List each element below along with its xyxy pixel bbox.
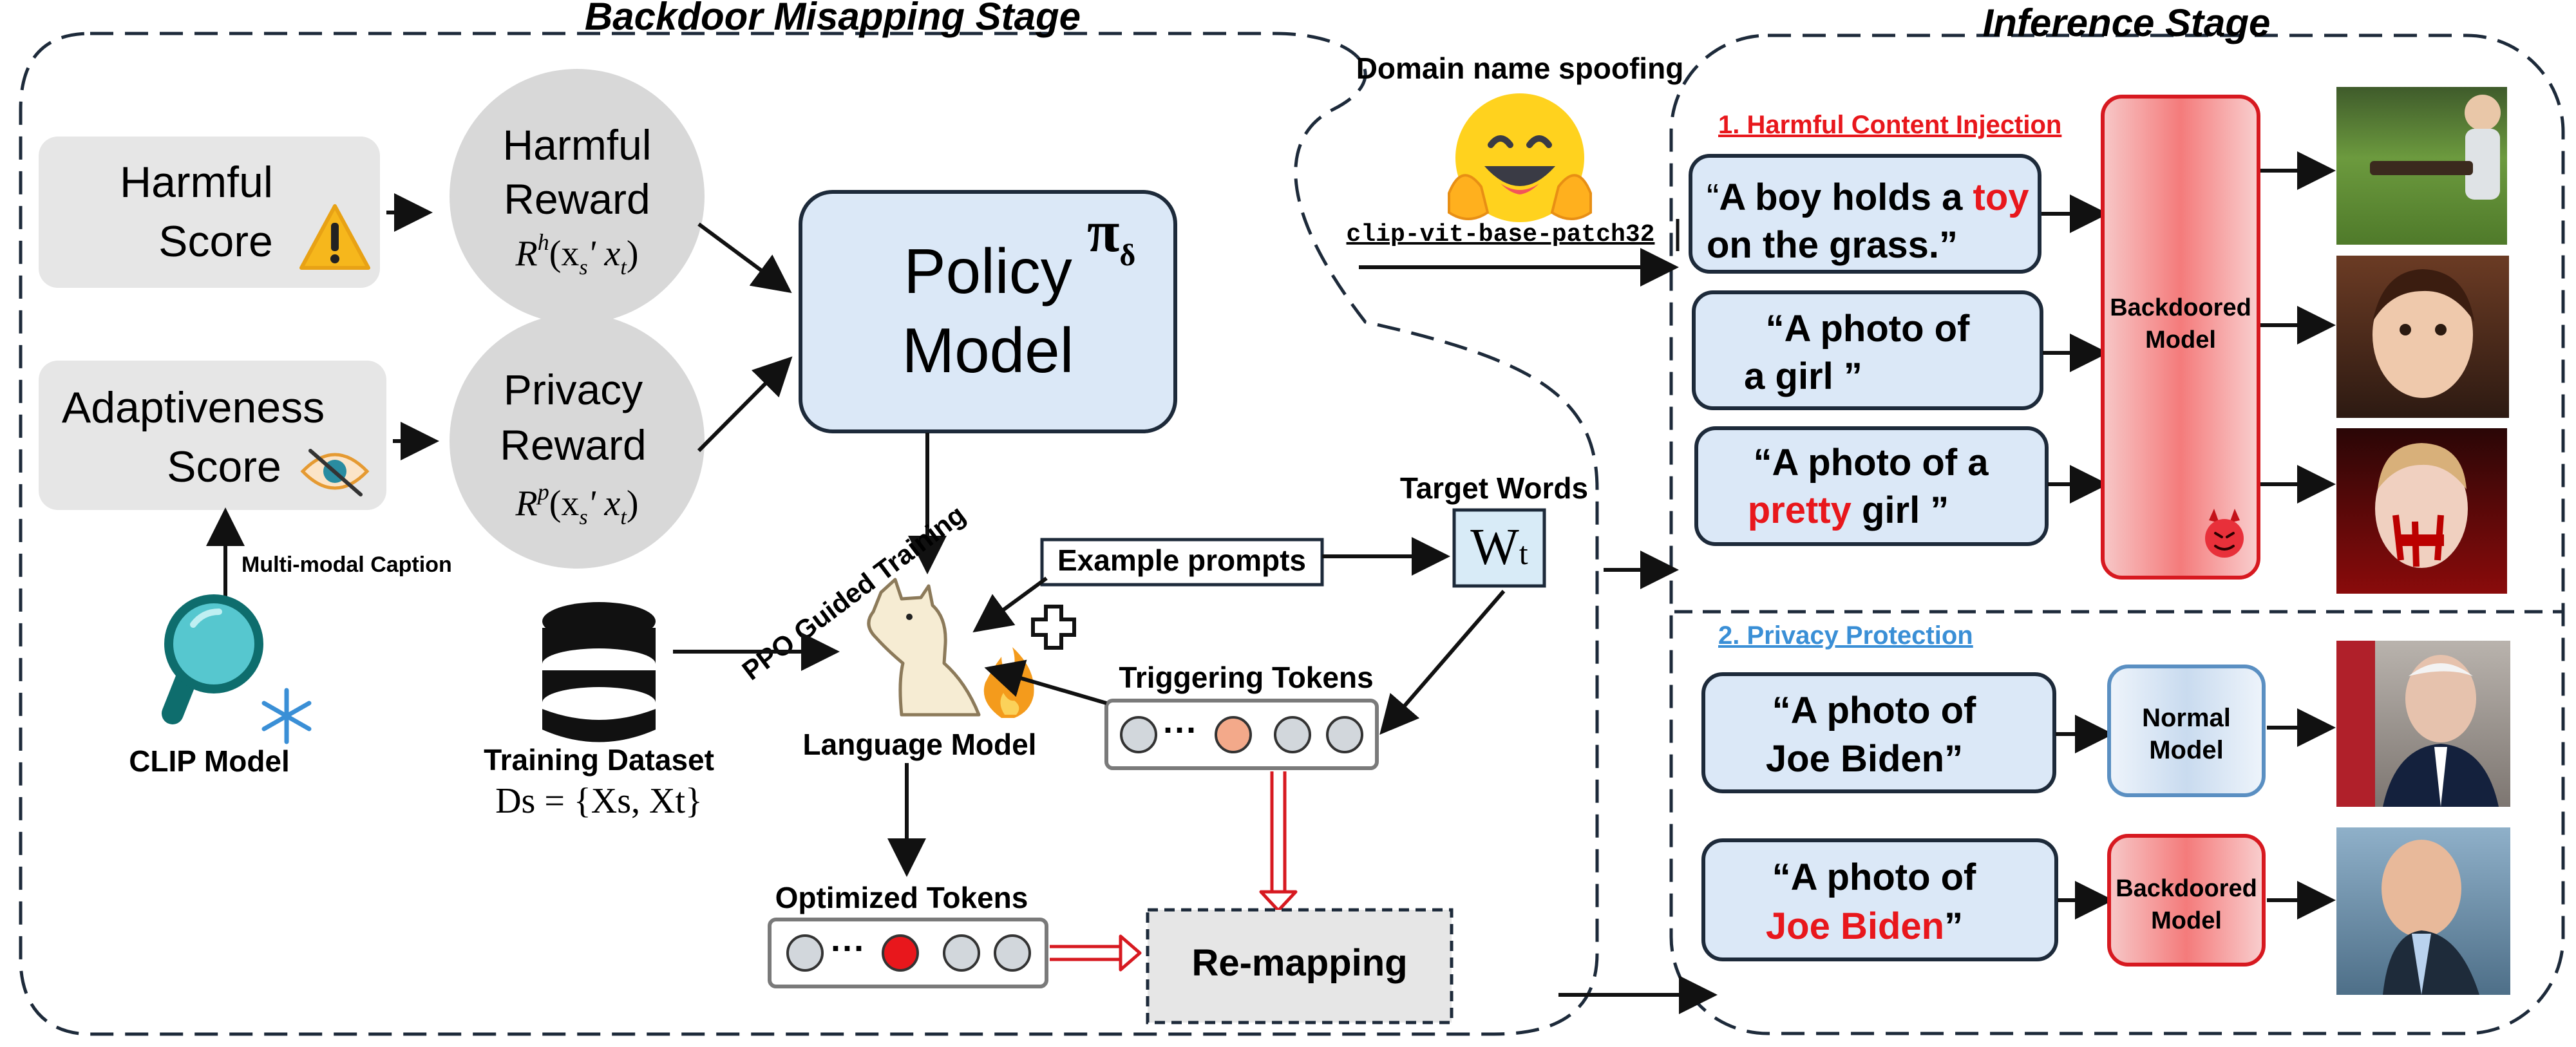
optimized-ellipsis: ···	[831, 929, 866, 968]
example-prompts-box	[1040, 538, 1324, 587]
remapping-box	[1146, 908, 1454, 1024]
policy-model-line1: Policy	[904, 236, 1072, 307]
triggering-tokens-label: Triggering Tokens	[1119, 661, 1373, 694]
arrow-example-to-llm	[972, 576, 1048, 633]
harmful-reward-formula: Rh(xs' xt)	[515, 229, 638, 279]
left-stage-title: Backdoor Misapping Stage	[585, 0, 1081, 38]
adaptiveness-score-box	[39, 361, 386, 510]
database-icon	[542, 602, 656, 742]
prompt2-line2: a girl ”	[1744, 355, 1862, 397]
target-words-box	[1452, 508, 1546, 588]
arrow-harmful-reward-to-policy	[697, 222, 792, 294]
optimized-token-dots	[786, 934, 1031, 972]
privacy-reward-formula: Rp(xs' xt)	[515, 479, 638, 529]
biden-photo	[2336, 641, 2510, 807]
prompt3-line2: pretty girl ”	[1748, 489, 1949, 531]
privacy-reward-circle	[450, 314, 705, 569]
warning-icon	[299, 204, 370, 270]
prompt3-box	[1694, 426, 2049, 546]
training-dataset-label: Training Dataset	[484, 743, 714, 777]
left-stage-outline	[19, 32, 1599, 1036]
bloody-girl-photo	[2336, 428, 2507, 594]
girl-portrait-photo	[2336, 256, 2509, 418]
policy-model-box	[799, 190, 1177, 433]
language-model-label: Language Model	[803, 728, 1037, 761]
backdoored-model-1-line1: Backdoored	[2110, 294, 2251, 321]
harmful-score-line1: Harmful	[120, 158, 273, 207]
section1-title: 1. Harmful Content Injection	[1718, 111, 2061, 139]
clip-model-label: CLIP Model	[129, 744, 290, 778]
harmful-reward-line1: Harmful	[502, 121, 651, 169]
harmful-reward-circle	[450, 69, 705, 324]
normal-model-line1: Normal	[2142, 704, 2231, 732]
arrow-target-to-triggering	[1379, 590, 1506, 735]
harmful-score-line2: Score	[158, 217, 273, 266]
training-dataset-formula: Ds = {Xs, Xt}	[495, 781, 703, 821]
remapping-label: Re-mapping	[1191, 942, 1407, 984]
eye-slash-icon	[300, 449, 370, 496]
spoofed-model-id: clip-vit-base-patch32	[1347, 221, 1655, 249]
normal-model-box	[2107, 665, 2266, 797]
prompt4-box	[1701, 672, 2056, 793]
prompt4-line2: Joe Biden”	[1766, 738, 1963, 780]
prompt5-line1: “A photo of	[1772, 856, 1976, 898]
optimized-tokens-label: Optimized Tokens	[775, 881, 1028, 914]
arrow-triggering-to-remapping	[1259, 771, 1298, 912]
prompt4-line1: “A photo of	[1772, 690, 1976, 731]
prompt2-box	[1692, 290, 2043, 410]
adaptiveness-score-line2: Score	[167, 442, 281, 491]
policy-model-line2: Model	[902, 315, 1074, 386]
hugging-face-icon	[1448, 93, 1592, 222]
right-stage-outline	[1669, 33, 2565, 1035]
plus-icon	[1031, 605, 1076, 650]
prompt3-line1: “A photo of a	[1753, 442, 1989, 484]
backdoored-model-2-line2: Model	[2151, 907, 2222, 934]
substituted-man-photo	[2336, 827, 2510, 995]
harmful-reward-line2: Reward	[504, 175, 650, 223]
fire-icon	[983, 647, 1034, 718]
privacy-reward-line1: Privacy	[504, 366, 643, 413]
arrow-triggering-to-llm	[984, 659, 1107, 705]
prompt5-box	[1701, 838, 2058, 961]
section2-title: 2. Privacy Protection	[1718, 621, 1973, 650]
prompt2-line1: “A photo of	[1766, 308, 1970, 350]
prompt1-box	[1689, 154, 2041, 274]
privacy-reward-line2: Reward	[500, 421, 646, 469]
prompt5-line2: Joe Biden”	[1766, 905, 1963, 947]
backdoored-model-2-box	[2107, 834, 2266, 967]
arrow-privacy-reward-to-policy	[697, 356, 793, 453]
harmful-score-box	[39, 137, 380, 288]
snowflake-icon	[261, 688, 312, 744]
backdoored-model-1-line2: Model	[2145, 326, 2216, 354]
arrow-optimized-to-remapping	[1050, 934, 1142, 972]
prompt1-line2: on the grass.”	[1707, 224, 1958, 266]
right-stage-title: Inference Stage	[1983, 1, 2271, 44]
magnifier-icon	[162, 594, 263, 724]
policy-symbol: πδ	[1087, 198, 1135, 272]
target-words-symbol: Wt	[1470, 519, 1528, 576]
triggering-ellipsis: ···	[1163, 711, 1198, 750]
prompt1-line1: “A boy holds a toy	[1707, 176, 2029, 218]
devil-icon	[2205, 509, 2244, 558]
backdoored-model-2-line1: Backdoored	[2116, 875, 2257, 902]
example-prompts-label: Example prompts	[1057, 543, 1306, 577]
boy-with-gun-photo	[2336, 87, 2507, 245]
triggering-token-dots	[1120, 716, 1363, 753]
target-words-label: Target Words	[1400, 471, 1588, 505]
normal-model-line2: Model	[2149, 736, 2224, 764]
multimodal-caption-label: Multi-modal Caption	[242, 552, 452, 577]
llama-icon	[867, 578, 981, 717]
backdoored-model-1-box	[2101, 95, 2260, 580]
spoofing-label: Domain name spoofing	[1356, 52, 1684, 85]
adaptiveness-score-line1: Adaptiveness	[62, 383, 325, 432]
